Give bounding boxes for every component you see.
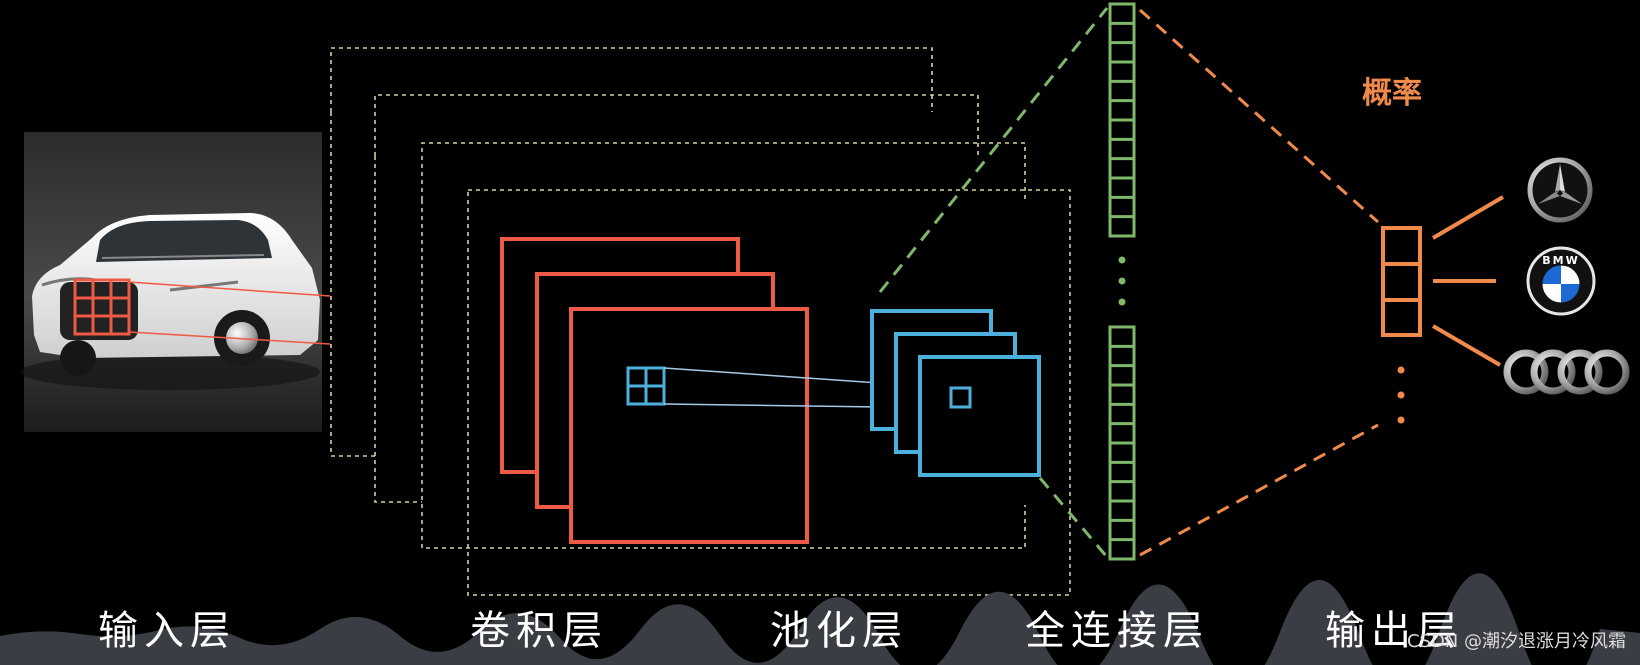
output-link-audi (1431, 324, 1502, 367)
dotted-frame-stack (330, 47, 1071, 596)
pool-map-3 (918, 355, 1041, 477)
output-link-mercedes (1431, 195, 1505, 240)
bottom-torn-strip (0, 573, 1640, 665)
output-ellipsis (1397, 366, 1405, 424)
fc-column-bottom (1108, 325, 1136, 561)
dotted-frame-4 (467, 189, 1071, 596)
conv-layer-label: 卷积层 (470, 608, 608, 654)
mercedes-logo-icon (1527, 157, 1593, 223)
probability-label: 概率 (1362, 76, 1422, 111)
bmw-logo-text: BMW (1542, 254, 1579, 267)
input-link-line-1 (128, 281, 331, 297)
fc-fan-line-top (878, 7, 1109, 293)
input-receptive-field (73, 278, 131, 336)
pool-layer-label: 池化层 (770, 608, 908, 654)
dotted-frame-1 (330, 47, 933, 457)
conv-kernel (626, 366, 666, 406)
output-fan-line-bottom (1139, 423, 1379, 557)
input-layer-label: 输入层 (98, 608, 236, 654)
audi-logo-icon (1503, 349, 1630, 395)
fc-ellipsis (1118, 256, 1126, 306)
input-car-image (20, 132, 322, 432)
fc-layer-label: 全连接层 (1025, 608, 1209, 654)
dotted-frame-2 (374, 94, 979, 503)
fc-fan-line-bottom (1038, 477, 1109, 558)
pool-cell (949, 386, 972, 409)
bmw-logo-icon: BMW (1526, 246, 1596, 316)
pool-feature-maps (870, 309, 1041, 477)
watermark: CSDN @潮汐退涨月冷风霜 (1406, 631, 1626, 652)
fc-column-top (1108, 2, 1136, 238)
output-layer-label: 输出层 (1325, 608, 1463, 654)
conv-map-3 (569, 307, 809, 544)
conv-feature-maps (500, 237, 809, 544)
dotted-frame-3 (421, 142, 1026, 549)
output-fan-line-top (1139, 8, 1379, 224)
output-column (1381, 226, 1422, 337)
input-link-line-2 (128, 331, 331, 345)
